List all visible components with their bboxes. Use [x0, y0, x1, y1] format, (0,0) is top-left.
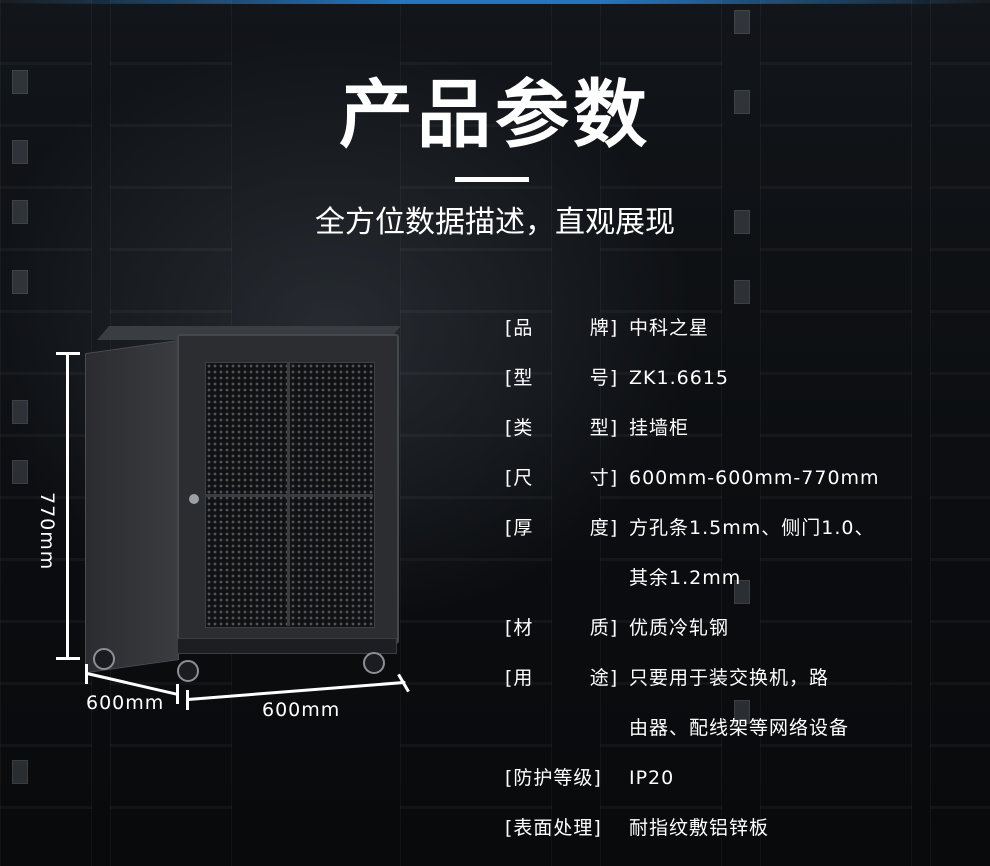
cabinet-front-door	[177, 334, 399, 644]
title-underline	[455, 177, 529, 182]
spec-row-surface-treatment: [表面处理] 耐指纹敷铝锌板	[505, 803, 975, 853]
page-subtitle: 全方位数据描述，直观展现	[315, 205, 675, 240]
spec-row-brand: [品 牌] 中科之星	[505, 303, 975, 353]
spec-value: 中科之星	[629, 317, 710, 339]
spec-value: 方孔条1.5mm、侧门1.0、	[629, 517, 875, 539]
spec-value: 只要用于装交换机，路	[629, 667, 830, 689]
spec-row-type: [类 型] 挂墙柜	[505, 403, 975, 453]
spec-row-model: [型 号] ZK1.6615	[505, 353, 975, 403]
height-dimension-line	[66, 353, 69, 658]
spec-row-protection-level: [防护等级] IP20	[505, 753, 975, 803]
spec-value: 耐指纹敷铝锌板	[629, 817, 770, 839]
spec-label: [表面处理]	[505, 817, 602, 839]
spec-label: [用 途]	[505, 667, 619, 689]
height-dimension-label: 770mm	[36, 492, 58, 571]
spec-row-usage: [用 途] 只要用于装交换机，路	[505, 653, 975, 703]
lock-icon	[189, 494, 199, 504]
caster-wheel-icon	[93, 648, 115, 670]
spec-value: 其余1.2mm	[629, 567, 742, 589]
spec-row-thickness-continued: 其余1.2mm	[505, 553, 975, 603]
spec-label: [品 牌]	[505, 317, 619, 339]
cabinet-illustration	[85, 326, 405, 690]
width-dimension-label: 600mm	[262, 699, 341, 721]
spec-label: [类 型]	[505, 417, 619, 439]
spec-label: [厚 度]	[505, 517, 619, 539]
spec-row-thickness: [厚 度] 方孔条1.5mm、侧门1.0、	[505, 503, 975, 553]
cabinet-side-panel	[85, 340, 179, 674]
spec-label: [防护等级]	[505, 767, 602, 789]
page-title: 产品参数	[339, 72, 651, 158]
spec-value: 600mm-600mm-770mm	[629, 467, 880, 489]
spec-value: 挂墙柜	[629, 417, 690, 439]
spec-label: [材 质]	[505, 617, 619, 639]
spec-value: ZK1.6615	[629, 367, 729, 389]
spec-value: 优质冷轧钢	[629, 617, 730, 639]
caster-wheel-icon	[363, 652, 385, 674]
depth-dimension-label: 600mm	[86, 692, 165, 714]
spec-row-usage-continued: 由器、配线架等网络设备	[505, 703, 975, 753]
spec-list: [品 牌] 中科之星 [型 号] ZK1.6615 [类 型] 挂墙柜 [尺 寸…	[505, 303, 975, 853]
cabinet-base	[177, 638, 397, 654]
spec-row-size: [尺 寸] 600mm-600mm-770mm	[505, 453, 975, 503]
spec-value: 由器、配线架等网络设备	[629, 717, 850, 739]
spec-label: [型 号]	[505, 367, 619, 389]
spec-value: IP20	[629, 767, 675, 789]
spec-row-material: [材 质] 优质冷轧钢	[505, 603, 975, 653]
spec-label: [尺 寸]	[505, 467, 619, 489]
caster-wheel-icon	[177, 660, 199, 682]
